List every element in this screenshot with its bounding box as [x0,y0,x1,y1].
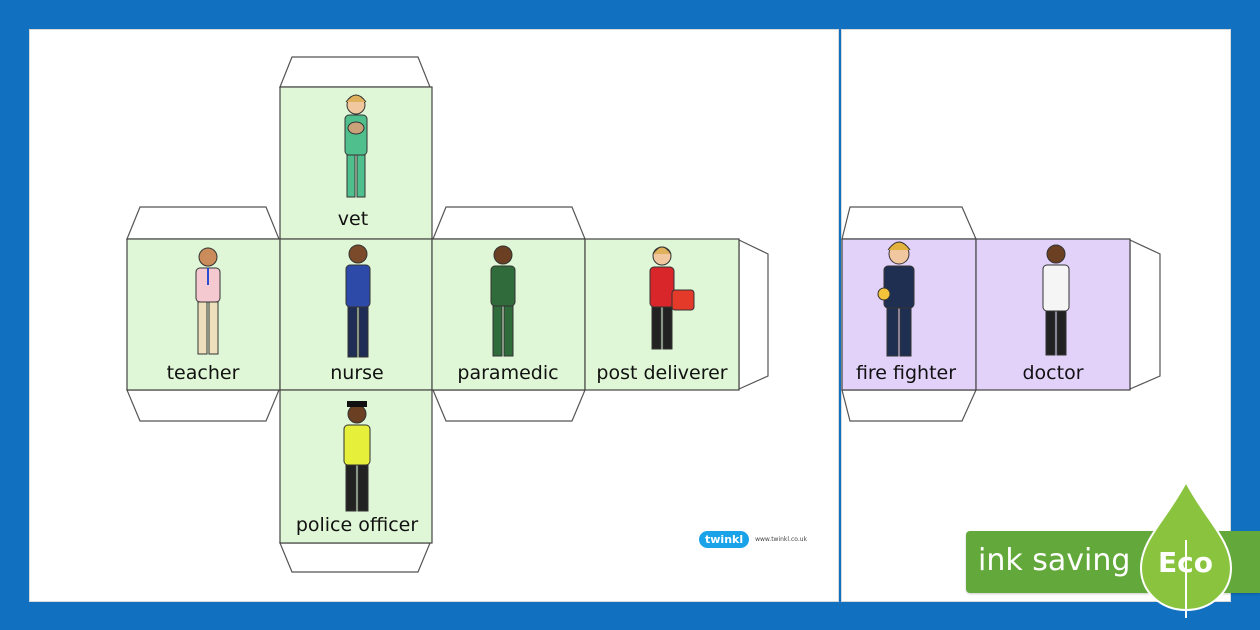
label-teacher: teacher [167,362,240,384]
eco-word: Eco [1158,546,1213,579]
tab-top-vet [279,56,431,88]
label-nurse: nurse [330,362,383,384]
tab-bottom-fire [841,389,977,422]
post-deliverer-figure-icon [649,246,695,350]
vet-figure-icon [344,94,368,198]
tab-bottom-paramedic [432,389,586,422]
label-doctor: doctor [1022,362,1083,384]
label-paramedic: paramedic [457,362,558,384]
teacher-figure-icon [195,247,221,355]
tab-top-teacher [126,206,280,240]
twinkl-logo: twinkl www.twinkl.co.uk [699,531,807,548]
paramedic-figure-icon [490,245,516,357]
tab-top-fire [841,206,977,240]
label-vet: vet [338,208,368,230]
label-post-deliverer: post deliverer [596,362,727,384]
nurse-figure-icon [345,244,371,358]
doctor-figure-icon [1042,244,1070,356]
police-officer-figure-icon [343,401,371,512]
label-fire-fighter: fire fighter [856,362,956,384]
label-police-officer: police officer [296,514,419,536]
ink-saving-text: ink saving [978,543,1131,578]
tab-bottom-police [279,542,431,573]
twinkl-url: www.twinkl.co.uk [755,536,808,543]
twinkl-logo-mark: twinkl [699,531,750,548]
fire-fighter-figure-icon [877,241,915,357]
tab-top-paramedic [432,206,586,240]
tab-side-doctor [1129,239,1161,390]
leaf-icon [1139,480,1233,618]
tab-bottom-teacher [126,389,280,422]
tab-side-post [738,239,769,390]
